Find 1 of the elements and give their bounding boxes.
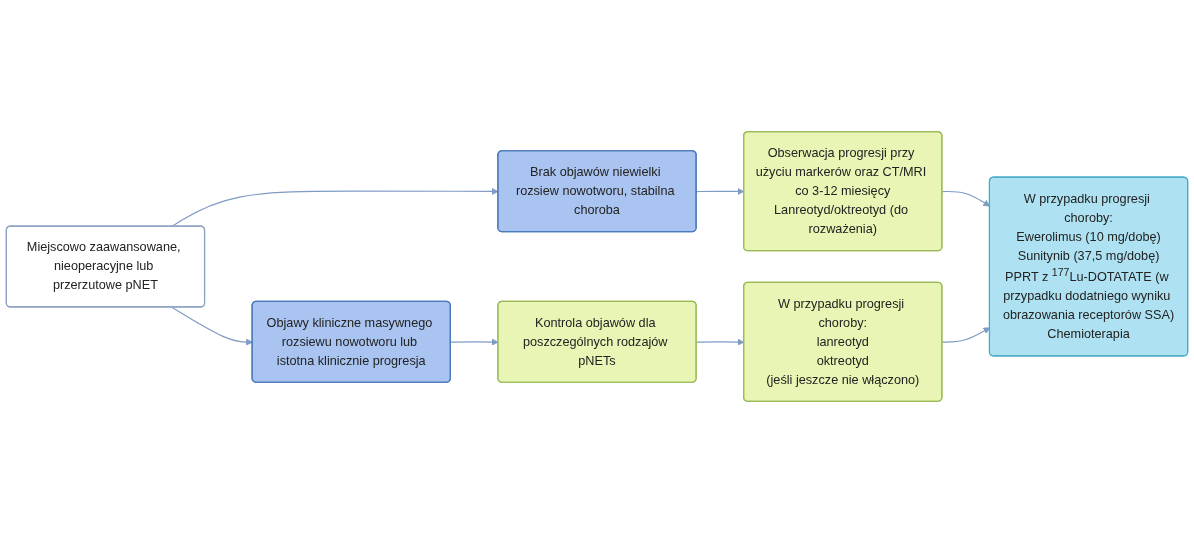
arrow <box>171 306 253 346</box>
